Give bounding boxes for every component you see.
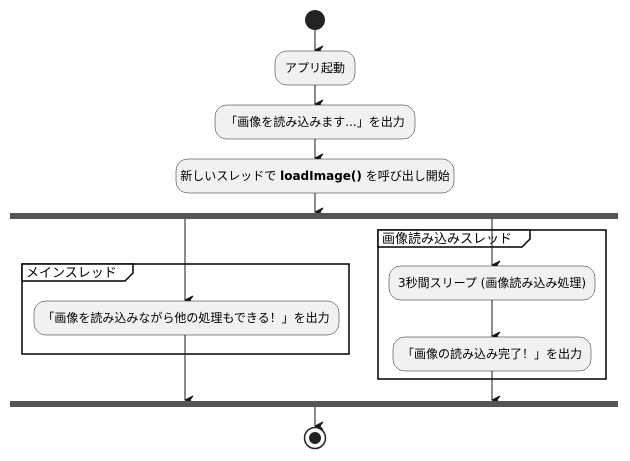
join-bar (10, 401, 618, 407)
activity-loading-message: 「画像を読み込みます...」を出力 (214, 104, 416, 140)
activity-main-message-label: 「画像を読み込みながら他の処理もできる！」を出力 (42, 310, 329, 325)
activity-launch-label: アプリ起動 (285, 61, 345, 75)
activity-sleep: 3秒間スリープ (画像読み込み処理) (388, 265, 596, 301)
start-node (305, 10, 325, 30)
partition-main-thread-label: メインスレッド (26, 266, 117, 281)
end-node (303, 426, 327, 450)
activity-done-message: 「画像の読み込み完了！」を出力 (392, 336, 592, 372)
fork-bar (10, 213, 618, 219)
activity-start-thread: 新しいスレッドで loadImage() を呼び出し開始 (175, 158, 455, 194)
activity-sleep-label: 3秒間スリープ (画像読み込み処理) (398, 275, 586, 290)
activity-done-message-label: 「画像の読み込み完了！」を出力 (402, 346, 582, 361)
activity-loading-message-label: 「画像を読み込みます...」を出力 (225, 114, 404, 129)
partition-loader-thread-label: 画像読み込みスレッド (382, 231, 512, 247)
activity-main-message: 「画像を読み込みながら他の処理もできる！」を出力 (33, 300, 340, 336)
activity-launch: アプリ起動 (274, 50, 356, 86)
activity-start-thread-label: 新しいスレッドで loadImage() を呼び出し開始 (180, 168, 449, 183)
